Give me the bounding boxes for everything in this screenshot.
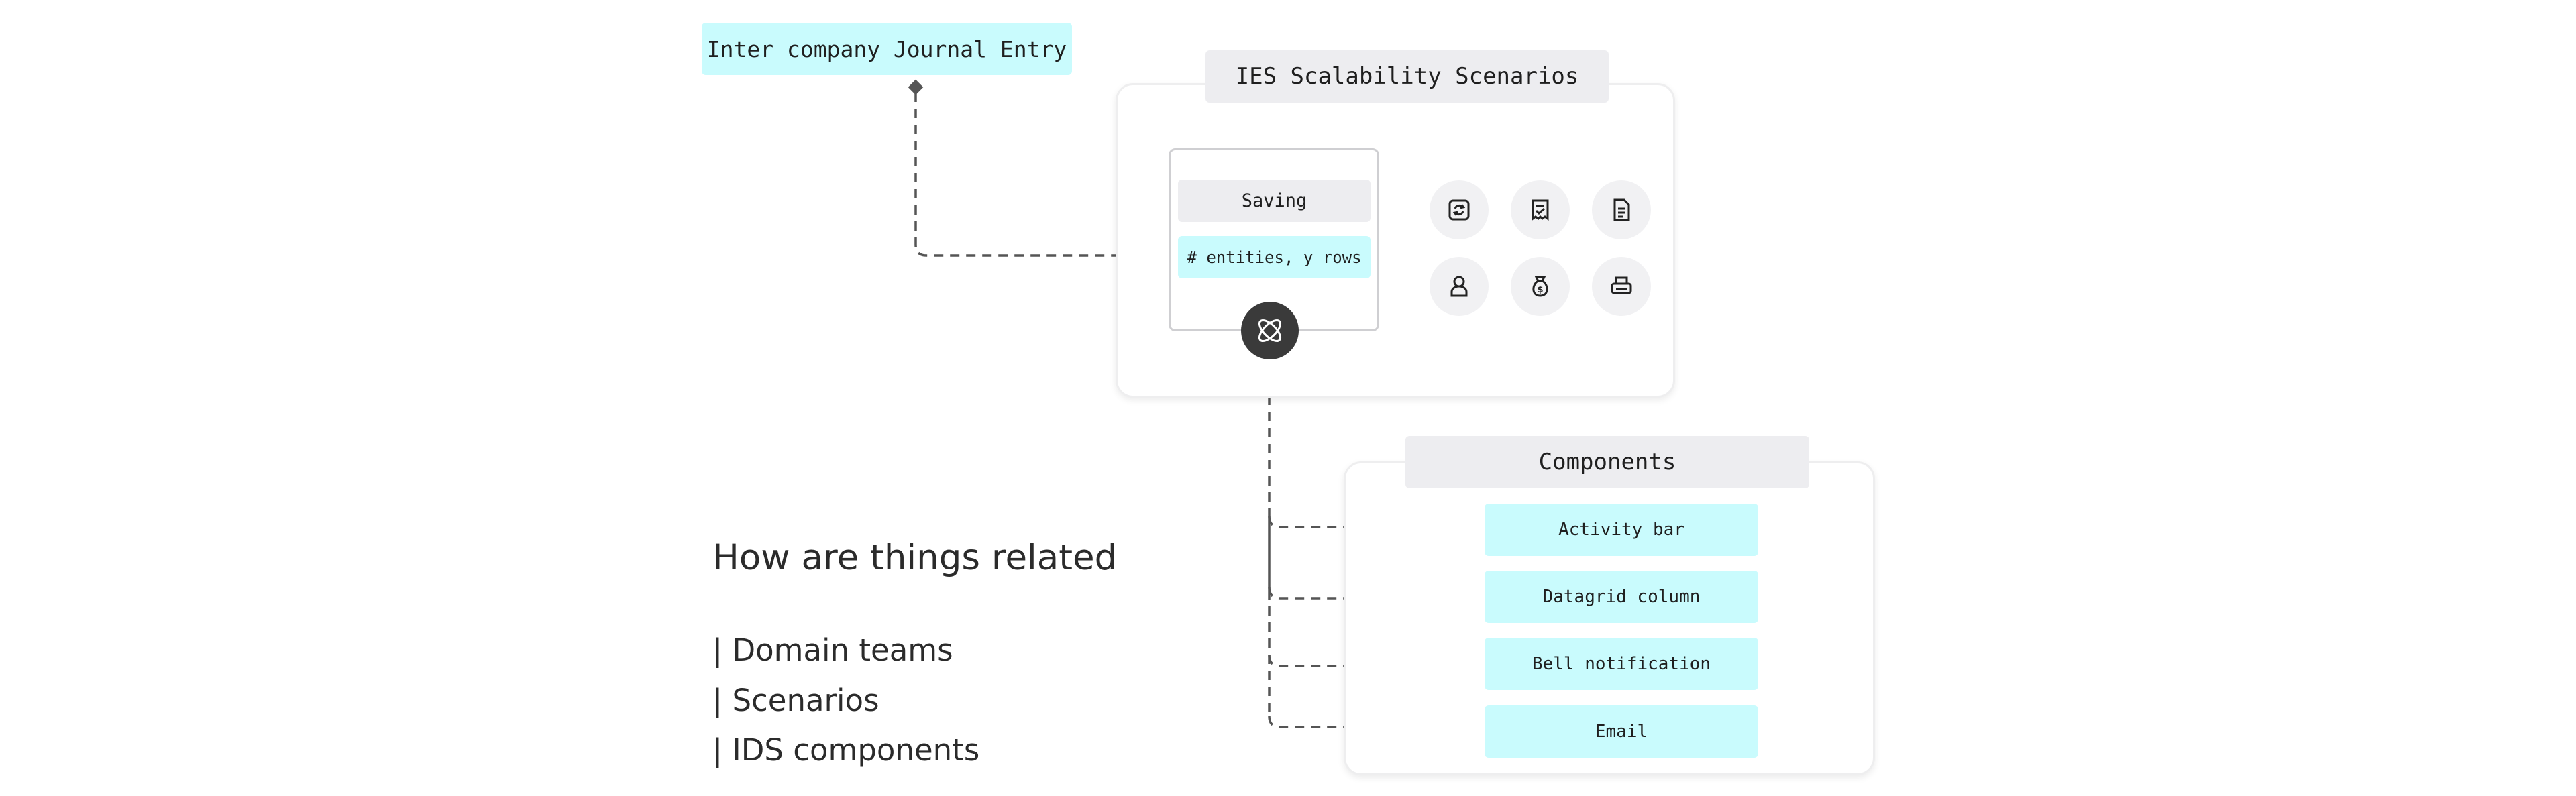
receipt-icon[interactable] — [1511, 180, 1570, 239]
entities-rows-chip[interactable]: # entities, y rows — [1178, 236, 1371, 278]
notes-line-ids-components: | IDS components — [712, 732, 980, 768]
notes-line-domain-teams: | Domain teams — [712, 632, 953, 668]
money-bag-icon[interactable]: $ — [1511, 257, 1570, 316]
intercompany-journal-label: Inter company Journal Entry — [706, 36, 1067, 62]
printer-icon[interactable] — [1592, 257, 1651, 316]
component-bell-notification[interactable]: Bell notification — [1485, 638, 1758, 690]
component-datagrid-column[interactable]: Datagrid column — [1485, 571, 1758, 623]
document-icon[interactable] — [1592, 180, 1651, 239]
connector-branch-bell — [1268, 655, 1468, 666]
connector-diamond — [908, 79, 924, 95]
saving-chip[interactable]: Saving — [1178, 180, 1371, 222]
user-icon[interactable] — [1430, 257, 1489, 316]
intercompany-journal-chip[interactable]: Inter company Journal Entry — [702, 23, 1072, 75]
notes-line-scenarios: | Scenarios — [712, 683, 879, 718]
connector-branch-activity — [1268, 516, 1468, 527]
atom-icon — [1258, 319, 1282, 343]
connector-branch-email — [1268, 716, 1468, 727]
connector-journal-to-entities — [914, 93, 1166, 255]
component-email[interactable]: Email — [1485, 705, 1758, 758]
refresh-icon[interactable] — [1430, 180, 1489, 239]
component-activity-bar[interactable]: Activity bar — [1485, 504, 1758, 556]
scenarios-title: IES Scalability Scenarios — [1205, 50, 1609, 103]
connector-branch-datagrid — [1268, 587, 1468, 598]
components-title: Components — [1405, 436, 1809, 488]
hub-icon[interactable] — [1241, 302, 1299, 359]
svg-text:$: $ — [1537, 285, 1543, 295]
notes-heading: How are things related — [712, 537, 1118, 578]
